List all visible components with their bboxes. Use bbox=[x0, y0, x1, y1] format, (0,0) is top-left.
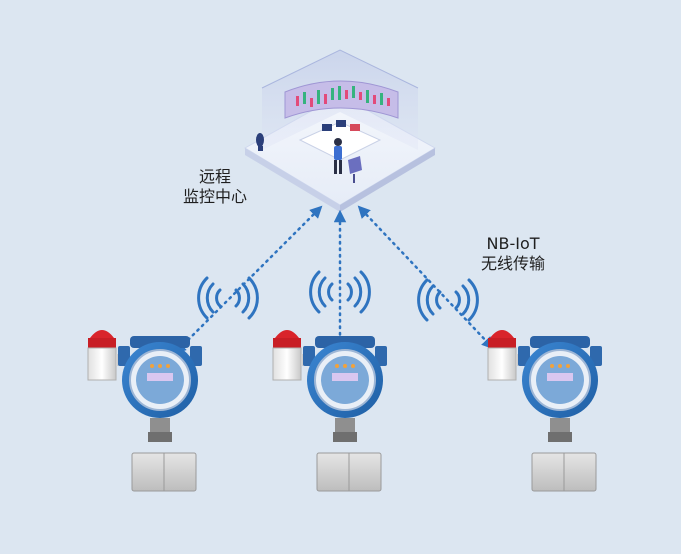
wifi-signal-icon-3 bbox=[417, 278, 479, 322]
transmission-links bbox=[173, 205, 495, 355]
gas-detector-3 bbox=[487, 330, 602, 492]
remote-monitoring-center-label: 远程 监控中心 bbox=[170, 167, 260, 207]
gas-detector-2 bbox=[272, 330, 387, 492]
monitoring-center-room bbox=[244, 49, 436, 212]
detector-housing bbox=[303, 336, 387, 492]
nb-iot-transmission-label: NB-IoT 无线传输 bbox=[458, 234, 568, 274]
transmission-line1: NB-IoT bbox=[486, 234, 540, 253]
detector-housing bbox=[518, 336, 602, 492]
remote-center-line1: 远程 bbox=[198, 167, 231, 186]
gas-detector-1 bbox=[87, 330, 202, 492]
screen-candles bbox=[296, 86, 390, 107]
remote-center-line2: 监控中心 bbox=[182, 187, 247, 206]
wifi-signal-icon-1 bbox=[197, 276, 259, 320]
transmission-line2: 无线传输 bbox=[480, 254, 545, 273]
detector-housing bbox=[118, 336, 202, 492]
wifi-signal-icon-2 bbox=[309, 270, 371, 314]
